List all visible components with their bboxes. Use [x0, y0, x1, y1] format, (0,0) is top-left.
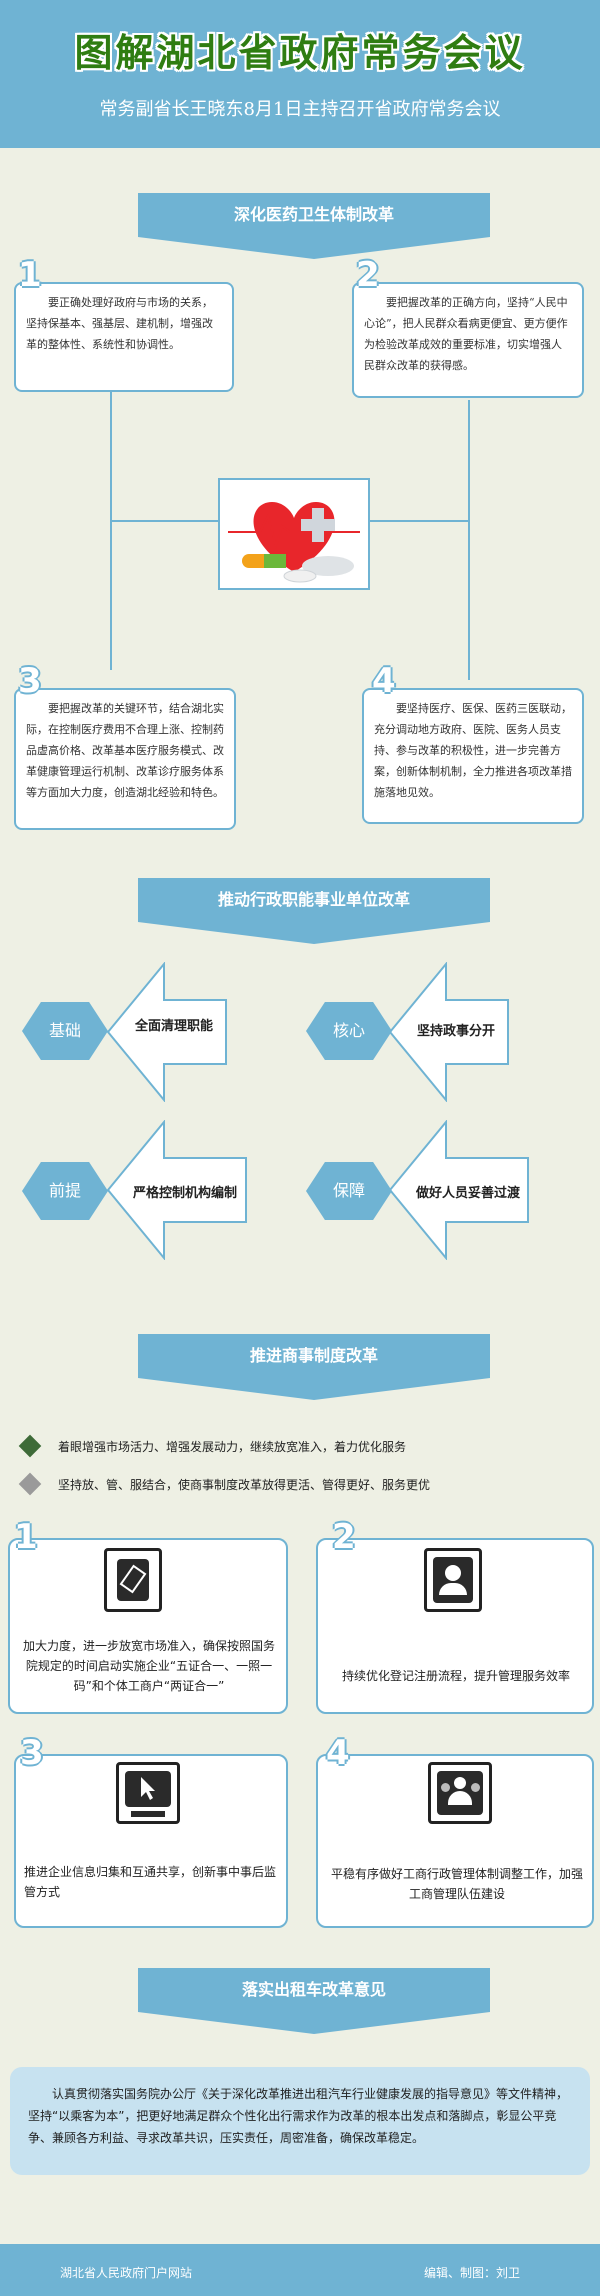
- arrow-label-1: 全面清理职能: [134, 1019, 213, 1034]
- section1-banner-tip: [138, 237, 490, 259]
- cursor-screen-icon: [116, 1762, 180, 1824]
- bullet-diamond-icon: [18, 1472, 42, 1496]
- page-subtitle: 常务副省长王晓东8月1日主持召开省政府常务会议: [99, 99, 501, 120]
- arrow-label-2: 坚持政事分开: [416, 1024, 495, 1039]
- section3-banner: 推进商事制度改革: [138, 1334, 490, 1378]
- tag-hexagon-2: 核心: [306, 1002, 392, 1060]
- arrow-shape: [106, 1120, 247, 1260]
- bullet-text-2: 坚持放、管、服结合，使商事制度改革放得更活、管得更好、服务更优: [58, 1478, 431, 1492]
- reform-card-3: [14, 1754, 288, 1928]
- card-text-2: 持续优化登记注册流程，提升管理服务效率: [341, 1669, 570, 1683]
- reform-point-3: 要把握改革的关键环节，结合湖北实际，在控制医疗费用不合理上涨、控制药品虚高价格、…: [14, 688, 236, 830]
- connector-line: [110, 520, 220, 522]
- card-number-3: 3: [20, 1733, 44, 1773]
- connector-line: [110, 350, 112, 670]
- card-number-2: 2: [332, 1517, 356, 1557]
- reform-number-2: 2: [356, 255, 380, 295]
- reform-card-1: [8, 1538, 288, 1714]
- reform-point-1: 要正确处理好政府与市场的关系，坚持保基本、强基层、建机制，增强改革的整体性、系统…: [14, 282, 234, 392]
- section3-banner-tip: [138, 1378, 490, 1400]
- arrow-shape: [388, 962, 509, 1102]
- tag-hexagon-1: 基础: [22, 1002, 108, 1060]
- bullet-diamond-icon: [18, 1434, 42, 1458]
- card-text-1: 加大力度，进一步放宽市场准入，确保按照国务院规定的时间启动实施企业“五证合一、一…: [22, 1639, 275, 1693]
- reform-point-2: 要把握改革的正确方向，坚持“人民中心论”，把人民群众看病更便宜、更方便作为检验改…: [352, 282, 584, 398]
- card-text-3: 推进企业信息归集和互通共享，创新事中事后监管方式: [24, 1865, 277, 1899]
- footer-credit: 编辑、制图：刘卫: [424, 2266, 521, 2280]
- reform-number-3: 3: [18, 661, 42, 701]
- section2-banner-tip: [138, 922, 490, 944]
- reform-number-4: 4: [372, 661, 396, 701]
- header-band: [0, 0, 600, 148]
- reform-point-4: 要坚持医疗、医保、医药三医联动，充分调动地方政府、医院、医务人员支持、参与改革的…: [362, 688, 584, 824]
- connector-line: [468, 400, 470, 680]
- bullet-text-1: 着眼增强市场活力、增强发展动力，继续放宽准入，着力优化服务: [58, 1440, 407, 1454]
- reform-number-1: 1: [18, 255, 42, 295]
- connector-line: [370, 520, 470, 522]
- arrow-label-3: 严格控制机构编制: [132, 1186, 237, 1201]
- footer-band: [0, 2244, 600, 2296]
- section2-banner: 推动行政职能事业单位改革: [138, 878, 490, 922]
- arrow-shape: [106, 962, 227, 1102]
- heart-pills-icon: [228, 502, 360, 583]
- page-title: 图解湖北省政府常务会议: [74, 31, 526, 75]
- section1-banner: 深化医药卫生体制改革: [138, 193, 490, 237]
- arrow-label-4: 做好人员妥善过渡: [415, 1186, 520, 1201]
- section4-banner-tip: [138, 2012, 490, 2034]
- card-text-4: 平稳有序做好工商行政管理体制调整工作，加强工商管理队伍建设: [330, 1867, 583, 1901]
- card-number-1: 1: [14, 1517, 38, 1557]
- section4-banner: 落实出租车改革意见: [138, 1968, 490, 2012]
- people-icon: [428, 1762, 492, 1824]
- tablet-icon: [104, 1548, 162, 1612]
- medical-illustration: [218, 478, 370, 590]
- taxi-reform-text: 认真贯彻落实国务院办公厅《关于深化改革推进出租汽车行业健康发展的指导意见》等文件…: [10, 2067, 590, 2175]
- contact-book-icon: [424, 1548, 482, 1612]
- tag-hexagon-4: 保障: [306, 1162, 392, 1220]
- tag-hexagon-3: 前提: [22, 1162, 108, 1220]
- card-number-4: 4: [326, 1733, 350, 1773]
- arrow-shape: [388, 1120, 529, 1260]
- footer-source: 湖北省人民政府门户网站: [60, 2266, 193, 2280]
